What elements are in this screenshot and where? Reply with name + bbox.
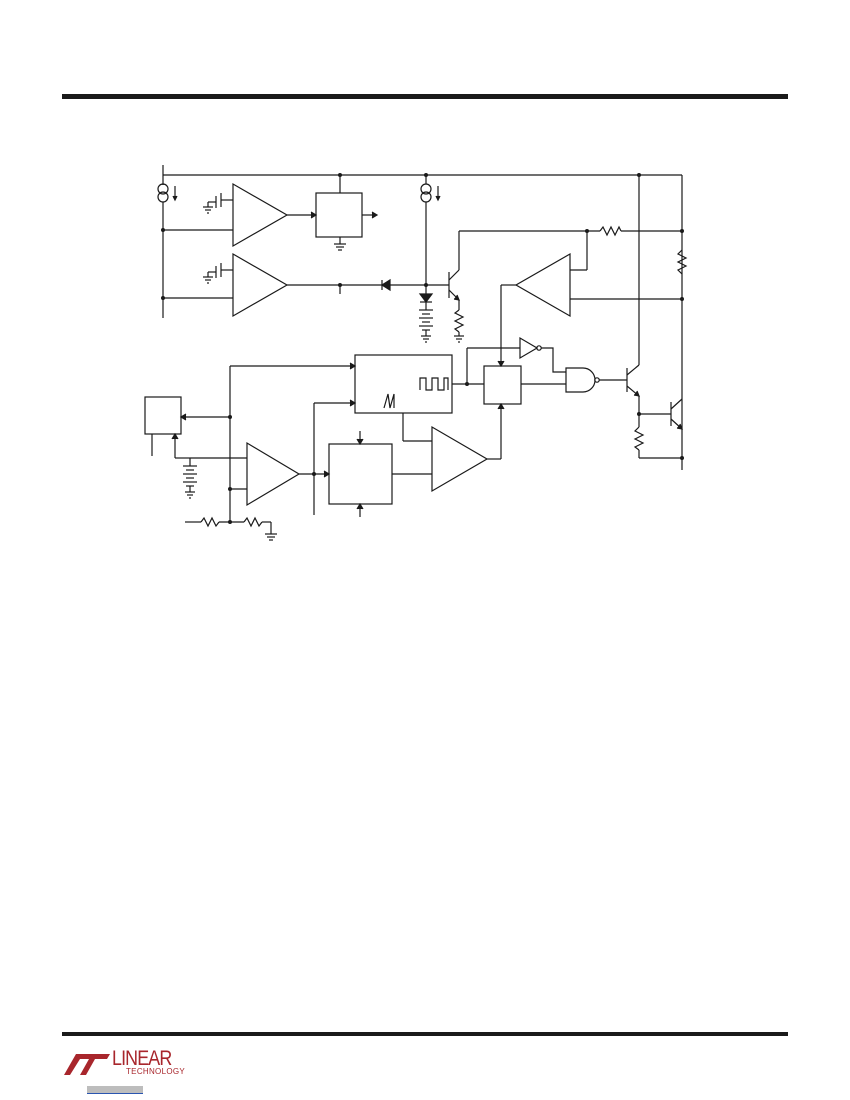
current-source-center <box>420 175 441 294</box>
junction <box>228 487 232 491</box>
inverter <box>519 336 566 373</box>
current-source-left <box>157 183 178 203</box>
page-link-underline <box>87 1093 143 1094</box>
pwm-comparator <box>402 402 505 493</box>
pulldown-resistor <box>633 414 682 459</box>
nand-gate <box>565 367 627 393</box>
comparator-2 <box>163 252 382 318</box>
junction <box>228 520 232 524</box>
header-rule <box>62 94 788 99</box>
logo-subtitle: TECHNOLOGY <box>126 1067 186 1076</box>
junction <box>424 173 428 177</box>
transistor-q2 <box>626 175 640 414</box>
divider-resistors <box>185 516 277 541</box>
transistor-q1 <box>426 231 465 343</box>
comparator-1 <box>163 182 318 248</box>
battery-stack-bottom <box>175 457 197 499</box>
amplifier-a <box>190 441 331 507</box>
footer-rule <box>62 1032 788 1036</box>
filter-block <box>328 431 432 517</box>
sense-resistor <box>599 225 682 237</box>
regulator-block <box>315 175 379 251</box>
page-link-bar[interactable] <box>87 1086 143 1093</box>
error-amplifier <box>497 231 682 368</box>
logo-wordmark: LINEAR <box>112 1047 172 1070</box>
oscillator-block <box>354 354 484 414</box>
junction <box>338 173 342 177</box>
right-resistor <box>676 249 688 275</box>
junction <box>637 173 641 177</box>
junction <box>680 229 684 233</box>
battery-stack-top <box>418 293 434 343</box>
junction <box>680 297 684 301</box>
control-block <box>144 396 230 458</box>
diode <box>380 278 426 292</box>
latch-block <box>466 347 566 405</box>
junction <box>312 472 316 476</box>
linear-logo-icon <box>64 1054 110 1075</box>
transistor-q3 <box>639 398 683 430</box>
